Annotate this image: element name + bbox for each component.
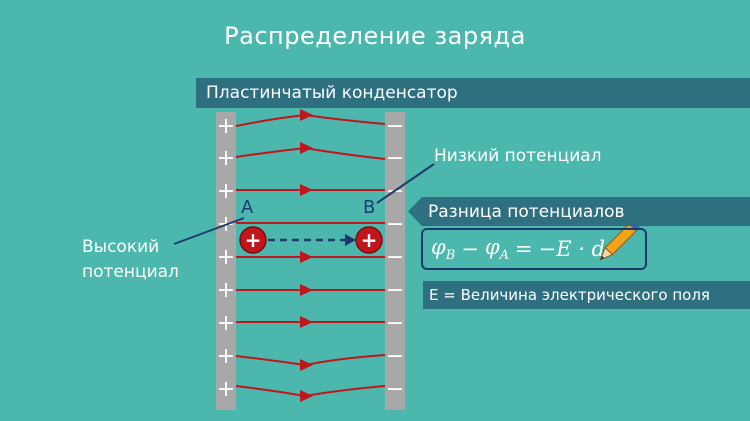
low-potential-pointer (376, 163, 435, 204)
plus-sign: + (217, 114, 235, 139)
field-line (235, 385, 386, 398)
plus-sign: + (217, 245, 235, 270)
formula-phi-b: φB (431, 234, 456, 264)
field-arrow (300, 109, 313, 121)
field-arrow (300, 390, 313, 402)
plus-sign: + (217, 311, 235, 336)
charge-a: + (239, 226, 267, 254)
field-arrow (300, 251, 313, 263)
low-potential-label: Низкий потенциал (434, 146, 602, 166)
field-line (235, 146, 386, 160)
formula-minus: − (461, 237, 479, 261)
charge-sign: + (245, 228, 262, 252)
plus-sign: + (217, 179, 235, 204)
field-arrow (300, 316, 313, 328)
formula-box: φB − φA = −E · d (421, 228, 647, 270)
high-potential-pointer (173, 217, 245, 245)
displacement-arrowhead (345, 234, 356, 246)
formula-equals: = (515, 237, 533, 261)
minus-sign: − (386, 278, 404, 303)
field-definition-banner: E = Величина электрического поля (423, 281, 750, 309)
field-definition-label: E = Величина электрического поля (429, 286, 710, 304)
high-potential-line1: Высокий (82, 237, 160, 257)
field-lines (235, 113, 386, 398)
capacitor-label: Пластинчатый конденсатор (206, 83, 458, 103)
plus-sign: + (217, 377, 235, 402)
plus-sign: + (217, 344, 235, 369)
page-title: Распределение заряда (224, 22, 526, 50)
field-arrows (300, 109, 313, 402)
field-arrow (300, 284, 313, 296)
minus-sign: − (386, 245, 404, 270)
minus-sign: − (386, 114, 404, 139)
high-potential-label: Высокий потенциал (82, 235, 179, 285)
minus-sign: − (386, 146, 404, 171)
field-arrow (300, 184, 313, 196)
left-plate-signs: + + + + + + + + + (217, 114, 235, 402)
minus-sign: − (386, 311, 404, 336)
plus-sign: + (217, 278, 235, 303)
field-line (235, 354, 386, 367)
field-arrow (300, 359, 313, 371)
field-line (235, 113, 386, 127)
capacitor-banner: Пластинчатый конденсатор (196, 78, 750, 108)
minus-sign: − (386, 212, 404, 237)
minus-sign: − (386, 344, 404, 369)
right-plate-signs: − − − − − − − − − (386, 114, 404, 402)
formula-phi-a: φA (484, 234, 509, 264)
potential-difference-banner: Разница потенциалов (408, 197, 750, 226)
high-potential-line2: потенциал (82, 262, 179, 282)
charge-b: + (355, 226, 383, 254)
potential-difference-label: Разница потенциалов (428, 201, 625, 222)
point-a-label: A (241, 197, 254, 218)
minus-sign: − (386, 377, 404, 402)
point-b-label: B (363, 197, 376, 218)
plus-sign: + (217, 146, 235, 171)
formula-rhs: −E · d (538, 237, 606, 261)
left-plate (216, 112, 236, 410)
charge-sign: + (361, 228, 378, 252)
field-arrow (300, 142, 313, 154)
